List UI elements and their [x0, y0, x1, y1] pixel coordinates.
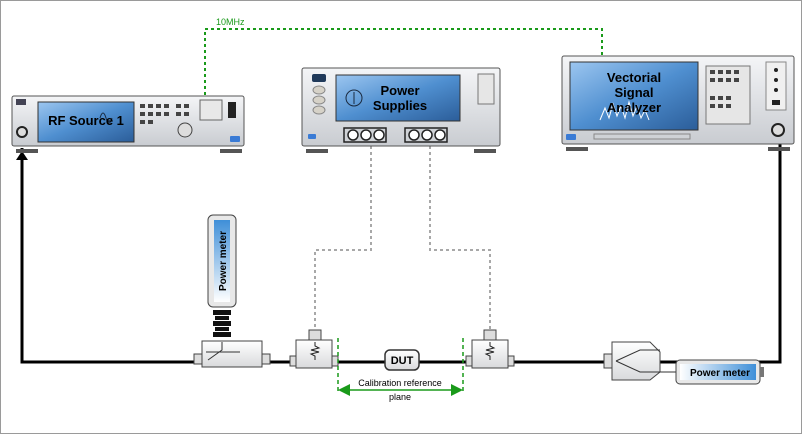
- power-meter-vertical-label: Power meter: [218, 231, 229, 291]
- power-splitter: [603, 341, 676, 381]
- directional-coupler: [193, 340, 271, 368]
- rf-source-label: RF Source 1: [48, 113, 124, 128]
- dut-block: DUT: [384, 349, 420, 371]
- vsa-label-line2: Signal: [614, 85, 653, 100]
- dut-label: DUT: [391, 355, 414, 367]
- calibration-label-line2: plane: [389, 392, 411, 402]
- calibration-label-line1: Calibration reference: [358, 378, 442, 388]
- power-supplies-label-line2: Supplies: [373, 98, 427, 113]
- reference-clock-label: 10MHz: [216, 17, 245, 27]
- bias-tee-left: [289, 329, 339, 369]
- vsa-label-line3: Analyzer: [607, 100, 661, 115]
- rf-source-output-arrow: [16, 151, 28, 160]
- vsa-instrument: Vectorial Signal Analyzer: [561, 55, 795, 151]
- vsa-label-line1: Vectorial: [607, 70, 661, 85]
- reference-clock-link: 10MHz: [204, 17, 603, 95]
- power-supplies-instrument: Power Supplies: [301, 67, 501, 153]
- power-meter-horizontal-label: Power meter: [690, 368, 750, 379]
- dc-supply-lines: [314, 140, 491, 332]
- power-supplies-label-line1: Power: [380, 83, 419, 98]
- power-meter-vertical: Power meter: [207, 214, 237, 337]
- calibration-reference-plane: Calibration reference plane: [337, 338, 464, 402]
- bias-tee-right: [465, 329, 515, 369]
- rf-source-instrument: RF Source 1: [11, 95, 245, 153]
- power-meter-horizontal: Power meter: [675, 359, 764, 385]
